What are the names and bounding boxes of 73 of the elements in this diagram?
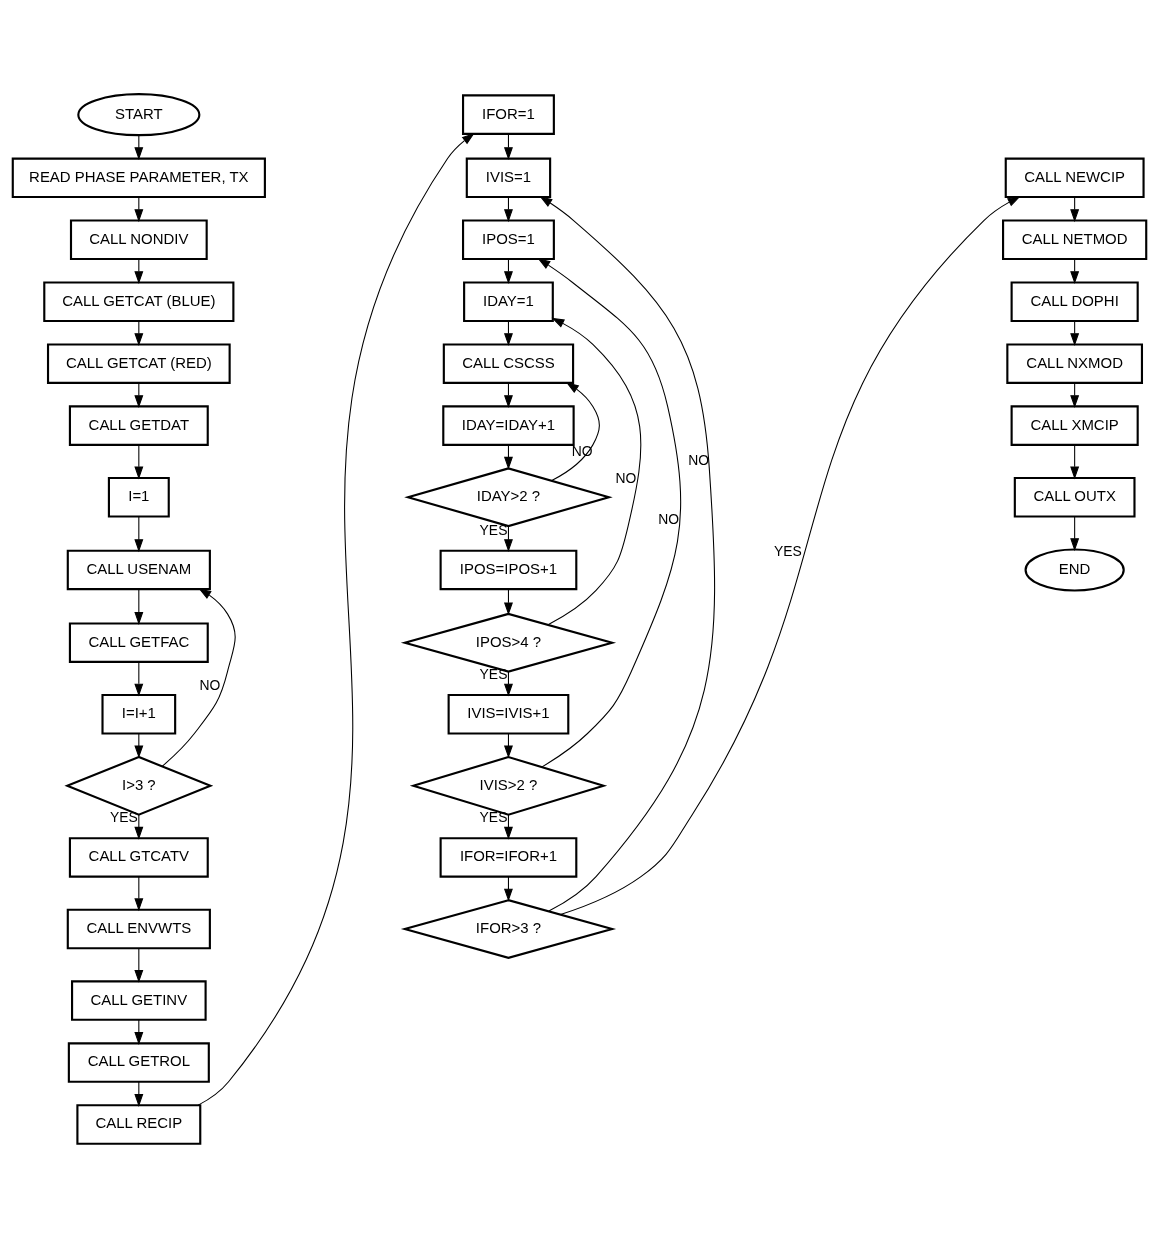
node-box: IPOS=1 — [462, 218, 555, 260]
arrow — [503, 258, 513, 284]
arrow — [503, 133, 513, 160]
node-box: CALL GETFAC — [68, 621, 209, 663]
arrow — [134, 813, 144, 840]
node-diamond: IFOR>3 ? — [400, 898, 617, 959]
edge-label: NO — [615, 469, 637, 486]
node-ellipse: START — [77, 92, 201, 136]
arrow — [134, 1080, 144, 1107]
arrow — [503, 320, 513, 346]
arrow — [503, 875, 513, 901]
node-box: CALL USENAM — [66, 549, 211, 590]
arrow — [503, 813, 513, 840]
arrow — [134, 382, 144, 408]
arrow — [551, 381, 600, 481]
node-box: IFOR=IFOR+1 — [439, 836, 578, 878]
node-box: CALL GETCAT (RED) — [46, 342, 231, 384]
node-box: CALL GETDAT — [68, 404, 209, 446]
node-box: CALL OUTX — [1013, 476, 1136, 518]
node-box: READ PHASE PARAMETER, TX — [11, 157, 266, 198]
node-box: CALL GETROL — [67, 1041, 210, 1083]
arrow — [1070, 196, 1080, 222]
edge-label: NO — [658, 510, 680, 527]
node-box: CALL NEWCIP — [1004, 157, 1145, 198]
node-box: CALL GTCATV — [68, 836, 209, 878]
arrow — [134, 875, 144, 911]
arrow — [134, 660, 144, 696]
node-box: CALL CSCSS — [442, 342, 575, 384]
arrow — [134, 947, 144, 983]
node-box: CALL XMCIP — [1010, 404, 1139, 446]
arrow — [503, 443, 513, 470]
arrow — [560, 195, 1021, 915]
arrow — [1070, 320, 1080, 346]
node-box: I=1 — [107, 476, 170, 518]
node-box: CALL ENVWTS — [66, 908, 211, 949]
node-box: IVIS=IVIS+1 — [447, 693, 570, 735]
arrow — [134, 1018, 144, 1045]
arrow — [161, 587, 236, 767]
arrow — [134, 320, 144, 346]
arrow — [134, 443, 144, 479]
arrow — [197, 132, 475, 1106]
arrow — [1070, 515, 1080, 551]
node-box: CALL RECIP — [76, 1103, 202, 1145]
node-box: CALL GETINV — [71, 979, 207, 1021]
node-box: IFOR=1 — [462, 93, 555, 135]
node-box: IDAY=1 — [463, 280, 554, 322]
node-box: CALL NXMOD — [1006, 342, 1143, 384]
arrow — [134, 134, 144, 160]
arrow — [503, 670, 513, 697]
arrow — [537, 257, 682, 767]
node-box: IVIS=1 — [465, 157, 552, 198]
node-box: I=I+1 — [101, 693, 177, 735]
node-box: CALL DOPHI — [1010, 280, 1139, 322]
arrow — [1070, 382, 1080, 408]
node-box: IPOS=IPOS+1 — [439, 549, 578, 590]
node-box: IDAY=IDAY+1 — [442, 404, 575, 446]
arrow — [503, 382, 513, 408]
arrow — [1070, 443, 1080, 479]
arrow — [547, 317, 642, 625]
arrow — [134, 588, 144, 625]
arrow — [1070, 258, 1080, 284]
node-box: CALL NONDIV — [69, 218, 208, 260]
arrow — [134, 196, 144, 222]
arrow — [539, 195, 716, 912]
arrow — [503, 196, 513, 222]
arrow — [134, 515, 144, 552]
node-box: CALL NETMOD — [1002, 218, 1148, 260]
arrow — [134, 258, 144, 284]
edge-label: NO — [199, 676, 221, 693]
node-box: CALL GETCAT (BLUE) — [43, 280, 235, 322]
arrow — [503, 588, 513, 615]
node-ellipse: END — [1024, 547, 1125, 592]
edge-label: YES — [773, 542, 802, 559]
